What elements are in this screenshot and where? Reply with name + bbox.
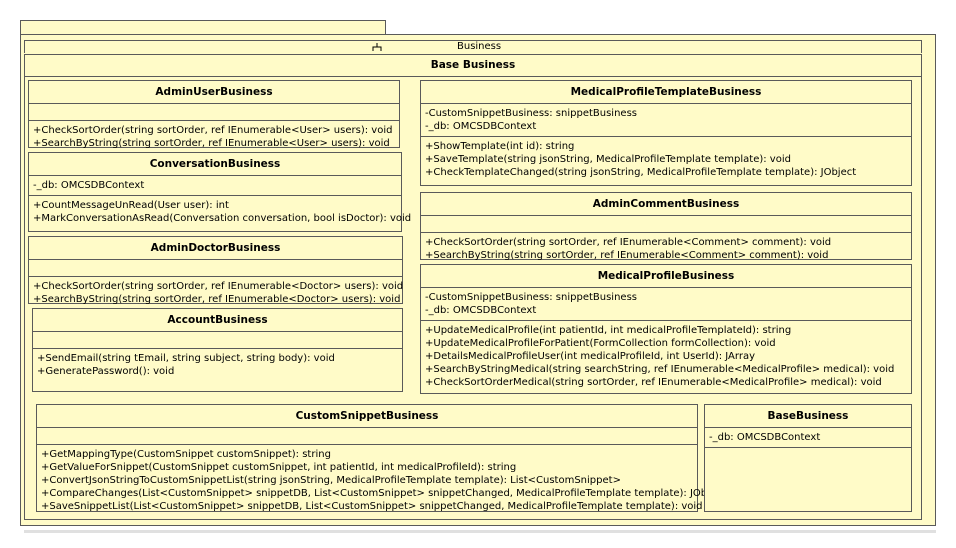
method: +GetMappingType(CustomSnippet customSnip… [41, 449, 331, 460]
methods-compartment: +CountMessageUnRead(User user): int +Mark… [29, 196, 412, 228]
attribute: -_db: OMCSDBContext [425, 121, 537, 132]
method: +SearchByString(string sortOrder, ref IE… [425, 250, 829, 261]
methods-compartment: +CheckSortOrder(string sortOrder, ref IE… [29, 277, 404, 309]
attributes-compartment [37, 428, 697, 445]
attributes-compartment [421, 216, 911, 233]
method: +SearchByStringMedical(string searchStri… [425, 364, 895, 375]
method: +ConvertJsonStringToCustomSnippetList(st… [41, 475, 621, 486]
class-name: AdminDoctorBusiness [29, 237, 402, 260]
class-name: ConversationBusiness [29, 153, 401, 176]
class-medicalprofiletemplatebusiness: MedicalProfileTemplateBusiness-CustomSni… [420, 80, 912, 186]
subsystem-icon [372, 43, 382, 51]
attributes-compartment [29, 260, 402, 277]
methods-compartment: +GetMappingType(CustomSnippet customSnip… [37, 445, 726, 516]
class-basebusiness: BaseBusiness -_db: OMCSDBContext [704, 404, 912, 512]
method: +SaveSnippetList(List<CustomSnippet> sni… [41, 501, 703, 512]
method: +DetailsMedicalProfileUser(int medicalPr… [425, 351, 755, 362]
class-admincommentbusiness: AdminCommentBusiness +CheckSortOrder(stri… [420, 192, 912, 261]
method: +CheckSortOrderMedical(string sortOrder,… [425, 377, 882, 388]
attributes-compartment [33, 332, 402, 349]
methods-compartment: +UpdateMedicalProfile(int patientId, int… [421, 321, 911, 392]
method: +CheckSortOrder(string sortOrder, ref IE… [425, 237, 832, 248]
method: +CheckSortOrder(string sortOrder, ref IE… [33, 281, 404, 292]
method: +SearchByString(string sortOrder, ref IE… [33, 138, 390, 149]
package-tab [20, 20, 386, 36]
attributes-compartment: -_db: OMCSDBContext [29, 176, 401, 196]
class-accountbusiness: AccountBusiness +SendEmail(string tEmail,… [32, 308, 403, 392]
methods-compartment: +CheckSortOrder(string sortOrder, ref IE… [29, 121, 399, 153]
class-name: MedicalProfileBusiness [421, 265, 911, 288]
class-customsnippetbusiness: CustomSnippetBusiness +GetMappingType(Cus… [36, 404, 725, 512]
methods-compartment: +ShowTemplate(int id): string +SaveTempla… [421, 137, 911, 182]
base-business-title: Base Business [24, 54, 922, 77]
class-name: MedicalProfileTemplateBusiness [421, 81, 911, 104]
attribute: -CustomSnippetBusiness: snippetBusiness [425, 292, 637, 303]
method: +GeneratePassword(): void [37, 366, 175, 377]
class-name: AccountBusiness [33, 309, 402, 332]
class-medicalprofilebusiness: MedicalProfileBusiness-CustomSnippetBusi… [420, 264, 912, 394]
methods-compartment: +CheckSortOrder(string sortOrder, ref IE… [421, 233, 911, 265]
method: +SearchByString(string sortOrder, ref IE… [33, 294, 401, 305]
method: +CompareChanges(List<CustomSnippet> snip… [41, 488, 726, 499]
attribute: -CustomSnippetBusiness: snippetBusiness [425, 108, 637, 119]
package-header [24, 40, 922, 53]
attribute: -_db: OMCSDBContext [425, 305, 537, 316]
class-conversationbusiness: ConversationBusiness -_db: OMCSDBContext +… [28, 152, 412, 232]
attributes-compartment: -CustomSnippetBusiness: snippetBusiness -… [421, 288, 911, 321]
class-name: CustomSnippetBusiness [37, 405, 697, 428]
class-adminuserbusiness: AdminUserBusiness +CheckSortOrder(string … [28, 80, 400, 149]
attribute: -_db: OMCSDBContext [33, 180, 145, 191]
class-name: BaseBusiness [705, 405, 911, 428]
method: +UpdateMedicalProfileForPatient(FormColl… [425, 338, 776, 349]
package-name: Business [457, 41, 502, 52]
class-name: AdminCommentBusiness [421, 193, 911, 216]
method: +GetValueForSnippet(CustomSnippet custom… [41, 462, 517, 473]
method: +CheckSortOrder(string sortOrder, ref IE… [33, 125, 393, 136]
attribute: -_db: OMCSDBContext [709, 432, 821, 443]
method: +UpdateMedicalProfile(int patientId, int… [425, 325, 792, 336]
attributes-compartment: -CustomSnippetBusiness: snippetBusiness -… [421, 104, 911, 137]
package-shadow [24, 530, 936, 533]
method: +SendEmail(string tEmail, string subject… [37, 353, 335, 364]
attributes-compartment: -_db: OMCSDBContext [705, 428, 911, 448]
methods-compartment: +SendEmail(string tEmail, string subject… [33, 349, 402, 381]
method: +CheckTemplateChanged(string jsonString,… [425, 167, 857, 178]
class-admindoctorbusiness: AdminDoctorBusiness +CheckSortOrder(strin… [28, 236, 403, 305]
method: +MarkConversationAsRead(Conversation con… [33, 213, 412, 224]
class-name: AdminUserBusiness [29, 81, 399, 104]
method: +SaveTemplate(string jsonString, Medical… [425, 154, 791, 165]
attributes-compartment [29, 104, 399, 121]
method: +CountMessageUnRead(User user): int [33, 200, 229, 211]
method: +ShowTemplate(int id): string [425, 141, 575, 152]
